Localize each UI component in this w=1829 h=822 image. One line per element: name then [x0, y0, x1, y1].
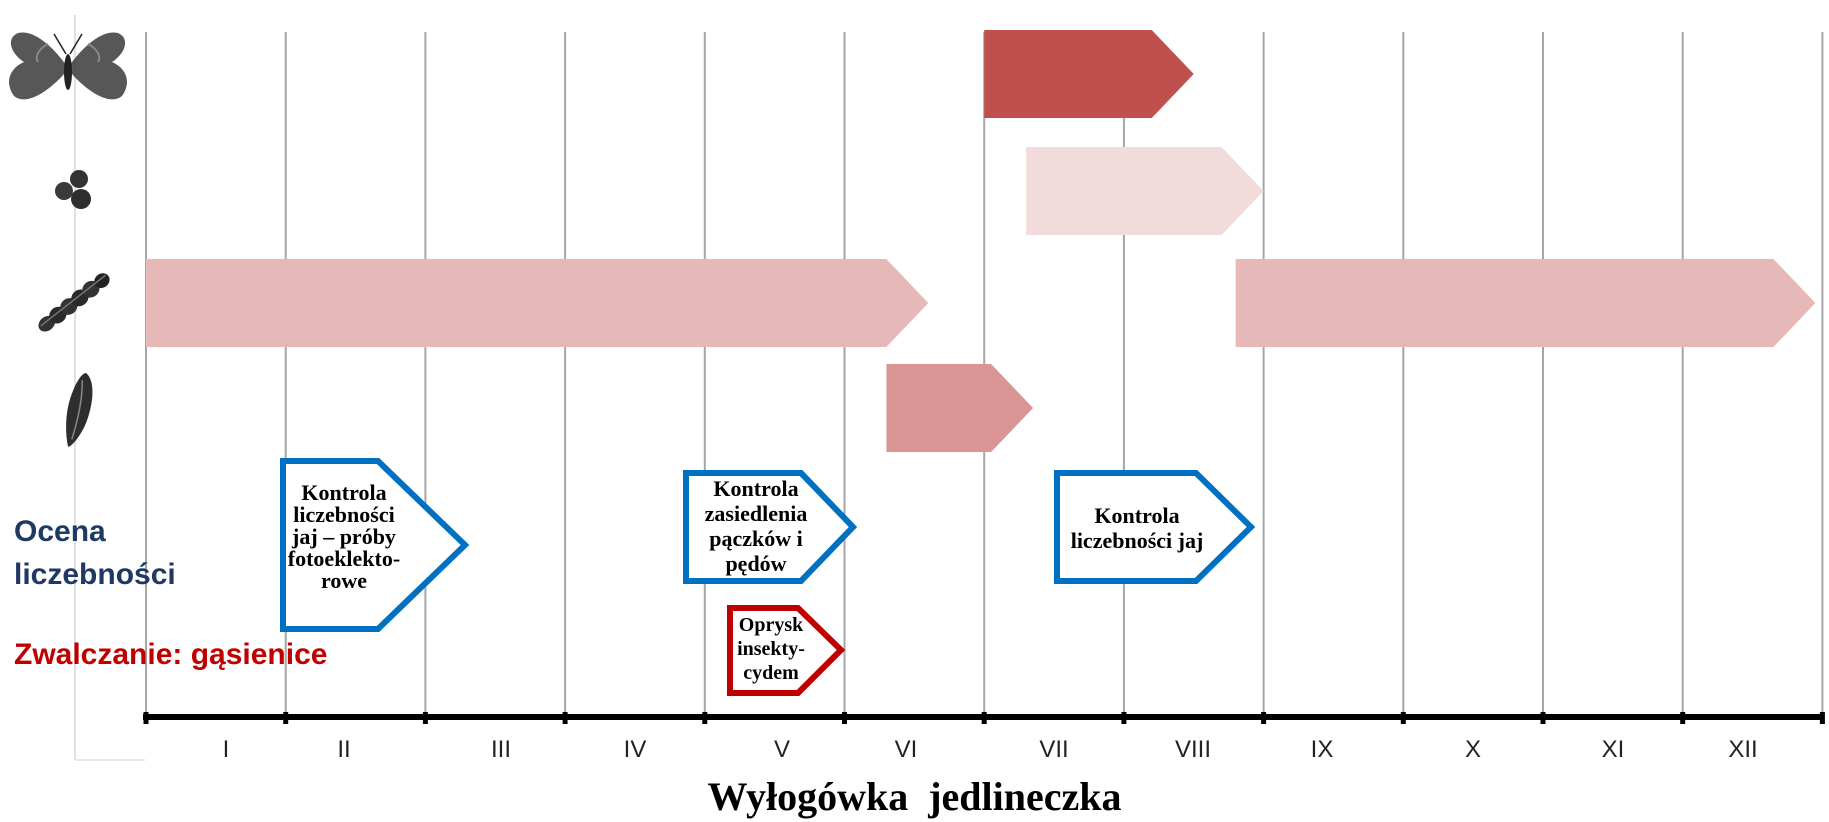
- month-label: III: [490, 736, 511, 763]
- assessment-box-bud-shoot-text: Kontrola zasiedlenia pączków i pędów: [704, 476, 808, 576]
- month-label: XII: [1728, 736, 1758, 763]
- pupa-stage-bar: [886, 364, 1034, 452]
- assessment-box-egg-traps: [280, 458, 470, 632]
- month-label: V: [773, 736, 790, 763]
- caterpillar-stage-bar: [146, 259, 929, 347]
- eggs-icon: [55, 170, 91, 209]
- month-label: II: [337, 736, 351, 763]
- control-box-spray: [727, 605, 846, 696]
- timeline-ticks: [143, 712, 1825, 724]
- eggs-stage-bar: [1026, 147, 1264, 235]
- moth-stage-bar: [984, 30, 1194, 118]
- control-label: Zwalczanie: gąsienice: [14, 638, 328, 671]
- month-label: XI: [1601, 736, 1625, 763]
- moth-icon: [9, 32, 127, 100]
- caterpillar-stage-bar: [1235, 259, 1816, 347]
- caterpillar-icon: [38, 273, 110, 332]
- control-box-spray-text: Oprysk insekty-cydem: [737, 614, 805, 684]
- month-label: IV: [623, 736, 647, 763]
- assessment-box-bud-shoot: [683, 470, 858, 584]
- assessment-box-egg-count: [1054, 470, 1256, 584]
- assessment-box-egg-count-text: Kontrola liczebności jaj: [1070, 503, 1204, 553]
- month-label: VIII: [1174, 736, 1211, 763]
- month-label: VI: [894, 736, 918, 763]
- life-stage-bars: [146, 30, 1816, 452]
- month-label: I: [222, 736, 230, 763]
- diagram-title: Wyłogówka jedlineczka: [707, 774, 1122, 819]
- assessment-label: Ocena liczebności: [14, 515, 176, 591]
- month-label: VII: [1039, 736, 1069, 763]
- assessment-box-egg-traps-text: Kontrola liczebności jaj – próby fotoekl…: [287, 480, 401, 593]
- pupa-icon: [66, 372, 93, 447]
- month-label: X: [1464, 736, 1481, 763]
- month-label: IX: [1310, 736, 1334, 763]
- month-gridlines: [145, 32, 1824, 717]
